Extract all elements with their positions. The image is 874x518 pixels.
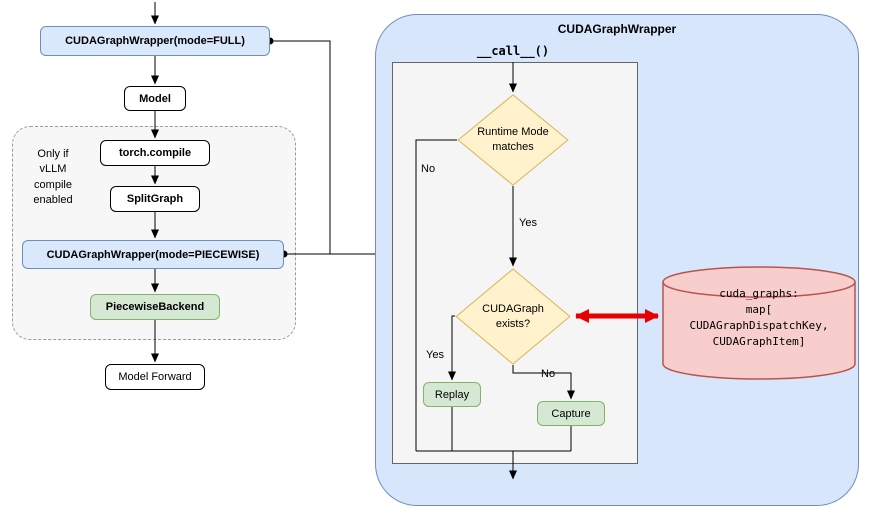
diamond-shape <box>455 268 571 365</box>
cuda-graphs-store-text: cuda_graphs: map[ CUDAGraphDispatchKey, … <box>662 286 856 350</box>
node-piecewise-backend: PiecewiseBackend <box>90 294 220 320</box>
node-label: CUDAGraphWrapper(mode=FULL) <box>65 35 245 47</box>
label-no-exists: No <box>541 368 556 380</box>
node-label: SplitGraph <box>126 193 184 205</box>
store-line-3: CUDAGraphDispatchKey, <box>689 318 829 332</box>
node-label: PiecewiseBackend <box>105 301 205 313</box>
store-line-4: CUDAGraphItem] <box>712 334 806 348</box>
node-label: Replay <box>434 388 470 401</box>
diamond-shape <box>457 94 569 186</box>
node-capture: Capture <box>537 401 605 426</box>
decision-label: CUDAGraph exists? <box>482 302 544 330</box>
node-label: Capture <box>551 407 591 420</box>
label-yes-runtime: Yes <box>519 217 537 229</box>
database-cylinder-icon <box>662 266 856 380</box>
node-label: torch.compile <box>118 147 192 159</box>
arrow-yes-to-replay <box>448 315 456 381</box>
conditional-note: Only if vLLM compile enabled <box>33 148 73 207</box>
panel-title: CUDAGraphWrapper <box>557 22 677 36</box>
connector-full-to-panel <box>270 40 331 254</box>
node-label: CUDAGraphWrapper(mode=PIECEWISE) <box>46 248 260 261</box>
node-label: Model Forward <box>118 371 192 383</box>
decision-runtime-mode: Runtime Mode matches <box>457 94 569 186</box>
node-model-forward: Model Forward <box>105 364 205 390</box>
decision-cudagraph-exists: CUDAGraph exists? <box>455 268 571 365</box>
store-line-2: map[ <box>745 302 773 316</box>
node-torch-compile: torch.compile <box>100 140 210 166</box>
node-cudagraphwrapper-full: CUDAGraphWrapper(mode=FULL) <box>40 26 270 56</box>
node-label: Model <box>139 92 171 105</box>
node-replay: Replay <box>423 382 481 407</box>
node-splitgraph: SplitGraph <box>110 186 200 212</box>
path-no-runtime <box>415 139 457 451</box>
label-no-runtime: No <box>421 163 436 175</box>
node-cudagraphwrapper-piecewise: CUDAGraphWrapper(mode=PIECEWISE) <box>22 240 284 269</box>
node-model: Model <box>124 86 186 111</box>
store-line-1: cuda_graphs: <box>719 287 799 300</box>
label-yes-exists: Yes <box>426 349 444 361</box>
call-method-label: __call__() <box>476 44 550 58</box>
decision-label: Runtime Mode matches <box>477 126 549 153</box>
arrow-no-to-capture <box>512 365 575 400</box>
cuda-graphs-store <box>662 266 856 380</box>
